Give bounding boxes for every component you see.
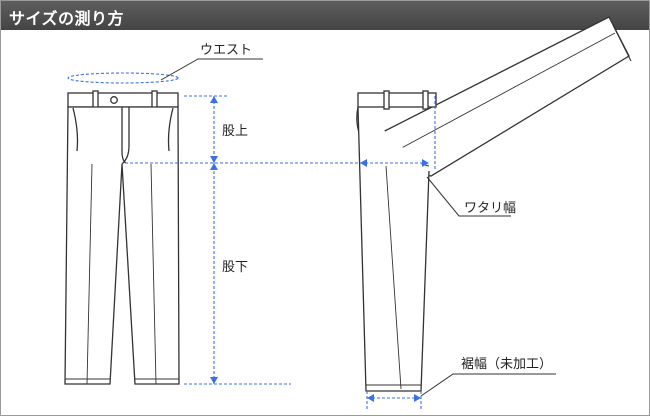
waist-label: ウエスト <box>200 43 252 58</box>
fly-stitch <box>121 107 130 165</box>
hem-leader <box>420 373 556 397</box>
button-icon <box>110 96 118 104</box>
front-pocket-right <box>167 107 174 152</box>
front-legs-outline <box>64 106 180 385</box>
header-bar: サイズの測り方 <box>1 1 649 30</box>
arrow-heads <box>210 96 429 402</box>
thigh-width-label: ワタリ幅 <box>464 201 516 216</box>
arrow-left-icon <box>360 159 367 167</box>
side-pants <box>356 16 632 392</box>
arrow-up-icon <box>210 96 218 103</box>
page-title: サイズの測り方 <box>9 9 125 28</box>
belt-loop <box>92 90 99 110</box>
arrow-right-icon <box>422 159 429 167</box>
arrow-left-icon <box>367 394 374 402</box>
arrow-down-icon <box>210 156 218 163</box>
rise-label: 股上 <box>222 124 248 139</box>
belt-loop <box>422 90 429 110</box>
front-pants <box>64 90 180 385</box>
crease-right <box>150 163 157 385</box>
front-waistband <box>67 92 179 108</box>
belt-loop <box>151 90 158 110</box>
crease-left <box>86 163 93 385</box>
side-waistband <box>357 92 437 108</box>
waist-leader <box>160 58 263 81</box>
front-pocket-left <box>72 107 79 152</box>
arrow-right-icon <box>414 394 421 402</box>
standing-leg-outline <box>357 106 430 392</box>
inseam-label: 股下 <box>222 260 248 275</box>
raised-leg-hem <box>612 24 632 62</box>
thigh-leader <box>426 176 511 217</box>
measurement-guides <box>67 72 436 411</box>
belt-loop <box>383 90 390 110</box>
raised-leg-crease <box>395 32 616 152</box>
waist-measure-ellipse <box>67 72 179 84</box>
hem-width-label: 裾幅（未加工） <box>461 357 552 372</box>
standing-leg-crease <box>385 165 402 390</box>
arrow-up-icon <box>210 163 218 170</box>
leader-lines <box>160 58 556 397</box>
arrow-down-icon <box>210 377 218 384</box>
